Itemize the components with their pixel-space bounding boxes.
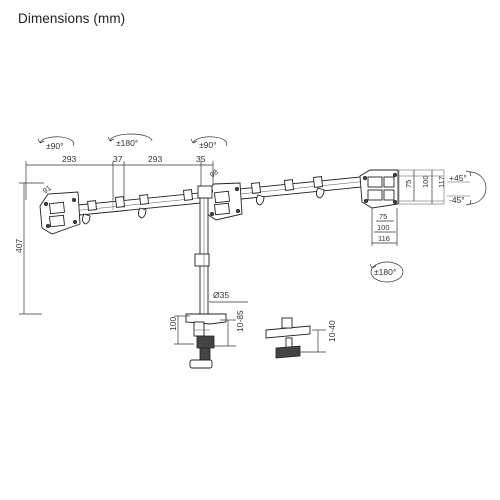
label-rot-center: ±90° — [199, 140, 217, 150]
pole: Ø35 — [194, 185, 248, 315]
label-vesa-100v: 100 — [421, 175, 430, 188]
vesa-plate-left — [39, 191, 81, 235]
label-rot-bottom: ±180° — [374, 267, 396, 277]
label-vesa-75v: 75 — [404, 180, 413, 188]
label-arm-right: 293 — [148, 154, 162, 164]
label-tilt-down: -45° — [449, 195, 465, 205]
label-angle-91: 91 — [41, 183, 53, 195]
label-height: 407 — [14, 239, 24, 253]
rotate-bottom-icon: ±180° — [369, 261, 404, 283]
label-clamp-100: 100 — [168, 317, 178, 331]
desk-clamp: 100 10-85 — [168, 310, 245, 369]
vesa-plate-right — [359, 169, 399, 209]
label-grommet-range: 10-40 — [327, 320, 337, 342]
label-angle-98: 98 — [208, 167, 220, 179]
label-pole-dia: Ø35 — [213, 290, 229, 300]
tilt-icon: +45° -45° — [447, 170, 487, 206]
label-tilt-up: +45° — [449, 173, 467, 183]
label-vesa-117: 117 — [437, 176, 446, 188]
rotate-center-icon: ±90° — [190, 136, 228, 150]
height-dimension: 407 — [14, 182, 44, 315]
grommet-mount: 10-40 — [265, 317, 337, 359]
vesa-dimensions: 75 100 117 75 100 116 — [371, 169, 446, 246]
page-title: Dimensions (mm) — [18, 11, 126, 26]
label-clamp-range: 10-85 — [235, 310, 245, 332]
label-gap: 37 — [113, 154, 123, 164]
vesa-plate-center — [205, 182, 243, 221]
label-vesa-100h: 100 — [377, 223, 390, 232]
label-rot-left: ±90° — [46, 141, 64, 151]
label-arm-left: 293 — [62, 154, 76, 164]
rotate-left-icon: ±90° — [37, 136, 75, 151]
top-dimension-line: 293 37 293 35 98 91 — [25, 154, 220, 200]
label-offset-35: 35 — [196, 154, 206, 164]
label-vesa-75h: 75 — [379, 212, 387, 221]
label-vesa-116: 116 — [378, 234, 390, 243]
rotate-mid-top-icon: ±180° — [107, 133, 153, 148]
label-rot-mid: ±180° — [116, 138, 138, 148]
